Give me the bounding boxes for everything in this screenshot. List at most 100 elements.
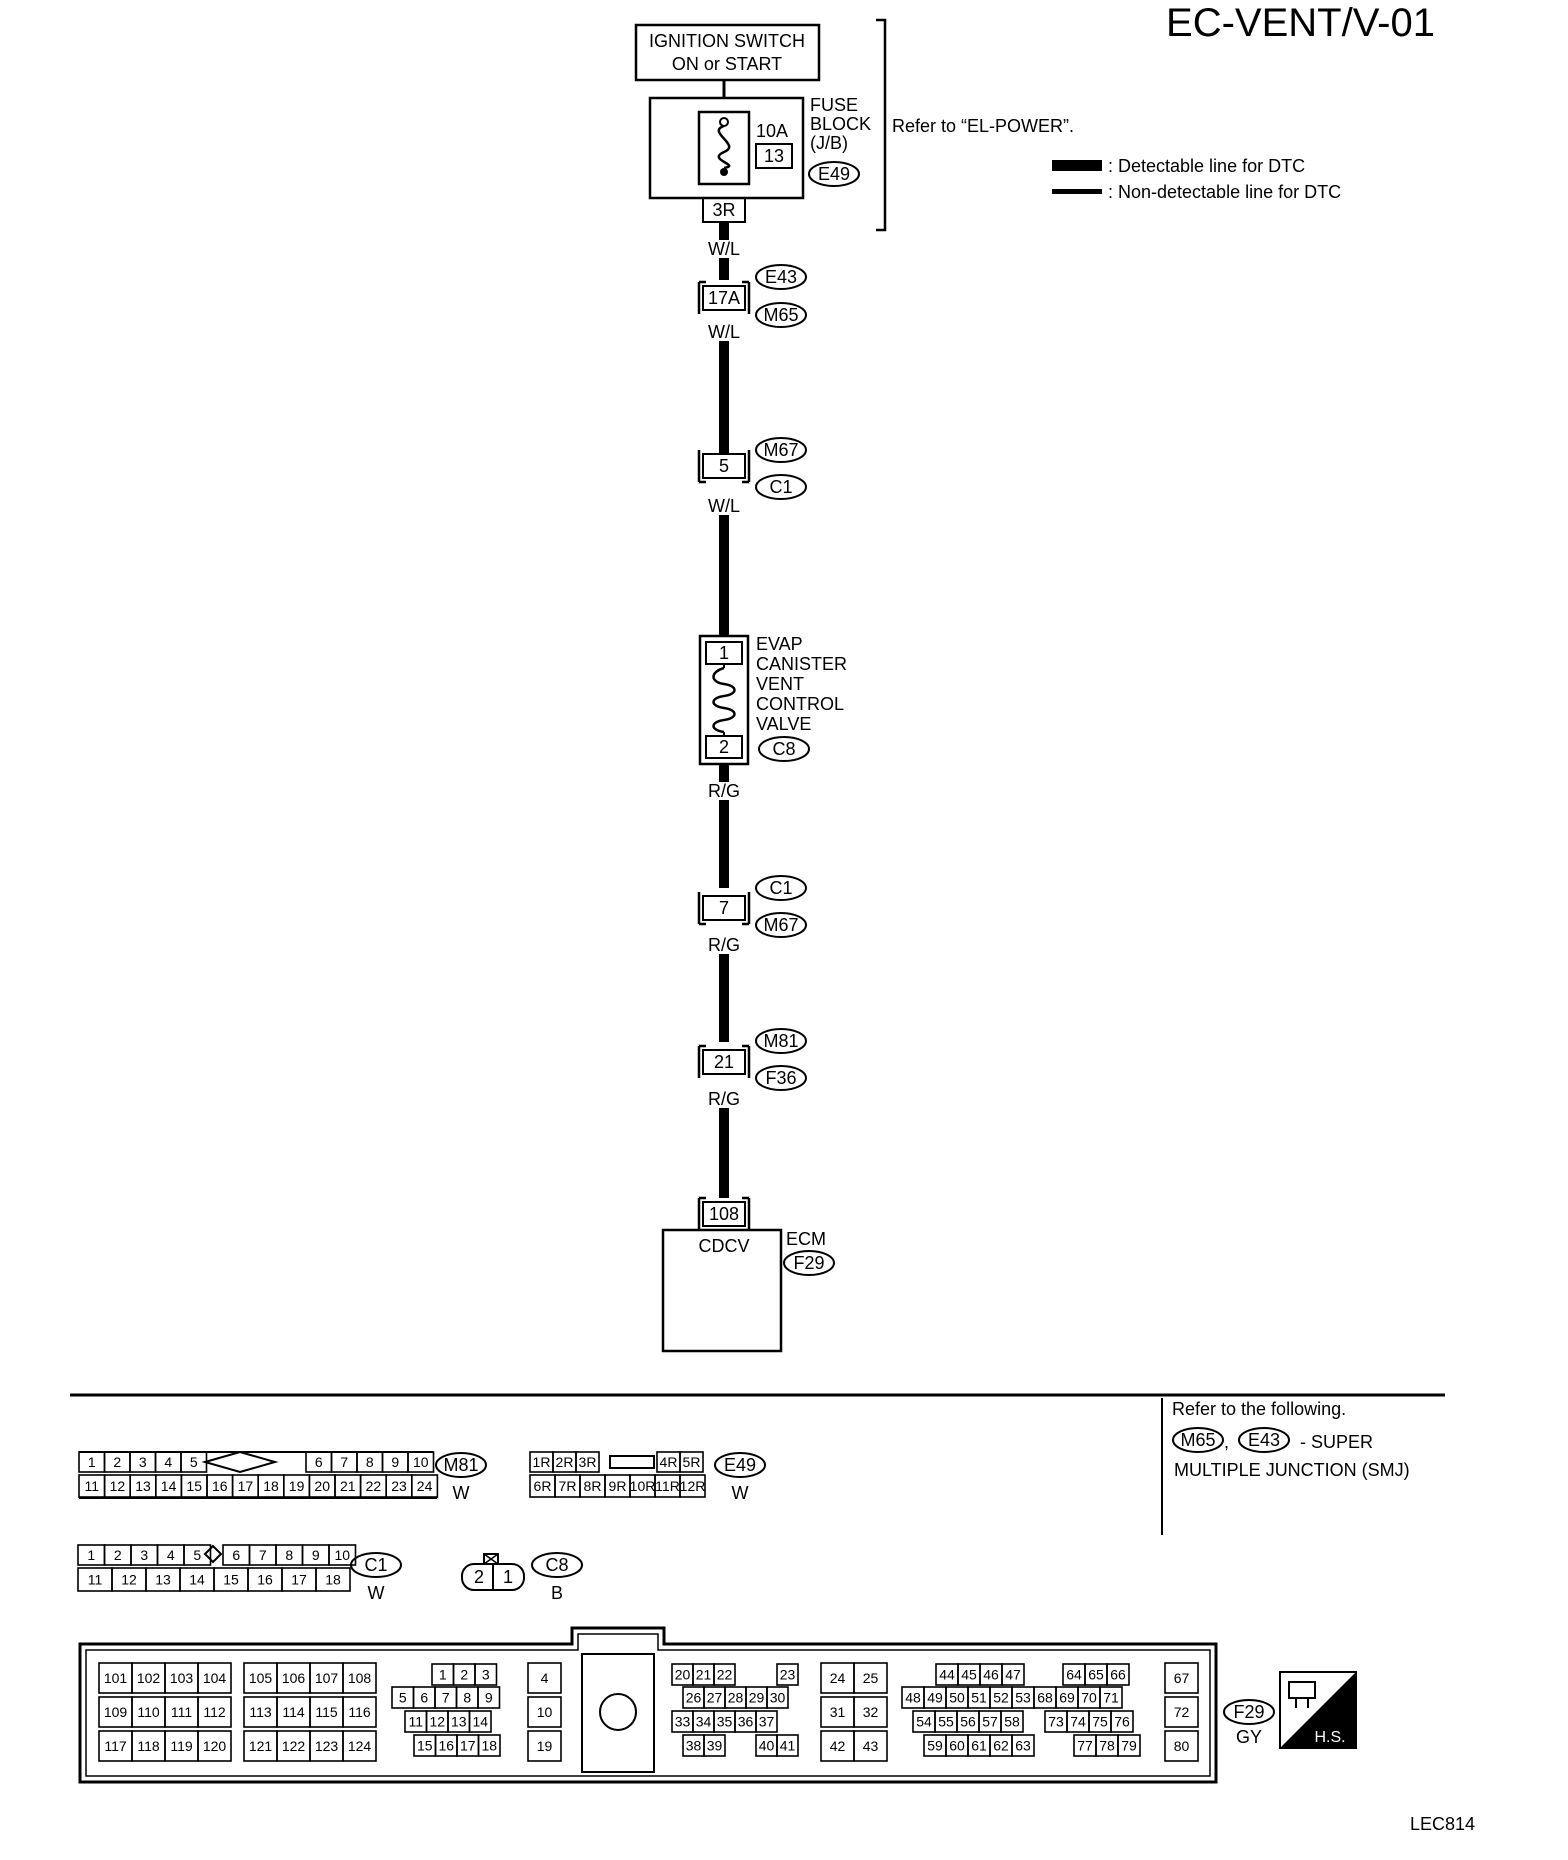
- valve-pin-top: 1: [719, 643, 729, 663]
- harness-connector-icon: [1288, 1681, 1316, 1699]
- connector-pin: 44: [939, 1667, 955, 1683]
- connector-pin: 6: [232, 1547, 240, 1563]
- pin-cell: [474, 1663, 498, 1686]
- connector-pin: 21: [696, 1667, 712, 1683]
- connector-pin: 56: [960, 1714, 976, 1730]
- pin-cell: [776, 1734, 799, 1757]
- connector-pin: 57: [982, 1714, 998, 1730]
- fuse-number-box: [755, 143, 793, 169]
- refer-smj-line1: Refer to the following.: [1172, 1399, 1346, 1419]
- pin-cell: [527, 1662, 562, 1694]
- connector-pin: 4: [164, 1454, 172, 1470]
- fuse-holder: [697, 110, 751, 186]
- connector-pin: 29: [749, 1690, 765, 1706]
- connector-pin: 13: [451, 1714, 467, 1730]
- valve-label-4: CONTROL: [756, 694, 844, 714]
- connector-pin: 66: [1110, 1667, 1126, 1683]
- connector-pin: 62: [993, 1738, 1009, 1754]
- connector-e49-id: E49: [818, 164, 850, 184]
- connector-pin: 7: [340, 1454, 348, 1470]
- connector-pin: 65: [1088, 1667, 1104, 1683]
- refer-smj-connector-1: M65: [1180, 1430, 1215, 1450]
- connector-pin: 12R: [680, 1478, 706, 1494]
- connector-pin: 2R: [556, 1454, 574, 1470]
- connector-pin: 7R: [559, 1478, 577, 1494]
- pin-cell: [1001, 1663, 1025, 1686]
- fuse-top-terminal: [719, 117, 729, 127]
- connector-pin: 108: [348, 1670, 372, 1686]
- connector-pin: 30: [770, 1690, 786, 1706]
- connector-pin: 115: [315, 1704, 338, 1720]
- connector-pin: 49: [927, 1690, 943, 1706]
- connector-pin: 17: [291, 1572, 307, 1588]
- connector-pin: 67: [1174, 1670, 1190, 1686]
- connector-color: W: [368, 1583, 385, 1603]
- ecm-connector-center-housing: [581, 1653, 655, 1773]
- connector-pin: 105: [249, 1670, 273, 1686]
- connector-pin: 120: [203, 1738, 227, 1754]
- connector-pin: 122: [282, 1738, 306, 1754]
- pin-cell: [342, 1662, 377, 1694]
- pin-cell: [703, 1734, 726, 1757]
- connector-pin: 73: [1048, 1714, 1064, 1730]
- connector-pin: 6: [315, 1454, 323, 1470]
- connector-pin: 74: [1070, 1714, 1086, 1730]
- connector-pin: 35: [717, 1714, 733, 1730]
- connector-pin: 13: [155, 1572, 171, 1588]
- pin-cell: [1110, 1710, 1134, 1733]
- refer-smj-line3: MULTIPLE JUNCTION (SMJ): [1174, 1460, 1410, 1480]
- ignition-switch-box: [634, 23, 821, 82]
- connector-pin: 10: [334, 1547, 350, 1563]
- ignition-switch-label: IGNITION SWITCH: [649, 31, 805, 51]
- valve-label-5: VALVE: [756, 714, 811, 734]
- connector-pin: 23: [780, 1667, 796, 1683]
- pin-cell: [1164, 1730, 1199, 1762]
- connector-pin: 60: [949, 1738, 965, 1754]
- pin-cell: [679, 1451, 704, 1473]
- connector-pin: 101: [104, 1670, 128, 1686]
- ecm-connector-id: F29: [793, 1253, 824, 1273]
- connector-pin: 10: [537, 1704, 553, 1720]
- connector-pin: 14: [161, 1478, 177, 1494]
- pin-cell: [766, 1686, 789, 1709]
- connector-pin: 4: [541, 1670, 549, 1686]
- pin-cell: [527, 1730, 562, 1762]
- connector-pin: 6R: [534, 1478, 552, 1494]
- connector-pin: 2: [460, 1667, 468, 1683]
- connector-pin: 7: [442, 1690, 450, 1706]
- connector-color: W: [732, 1483, 749, 1503]
- valve-label-2: CANISTER: [756, 654, 847, 674]
- connector-pin: 9: [312, 1547, 320, 1563]
- connector-pin: 52: [993, 1690, 1009, 1706]
- connector-pin: 1: [88, 1454, 96, 1470]
- valve-label-3: VENT: [756, 674, 804, 694]
- pin-cell: [679, 1474, 706, 1498]
- junction-pin: 17A: [708, 288, 740, 308]
- connector-pin: 16: [212, 1478, 228, 1494]
- harness-side-badge-fill: [1280, 1672, 1356, 1748]
- fuse-block-label-1: FUSE: [810, 95, 858, 115]
- pin-cell: [477, 1734, 501, 1757]
- pin-cell: [410, 1474, 439, 1498]
- connector-c8: 2 1 C8 B: [461, 1552, 583, 1603]
- ignition-switch-state: ON or START: [672, 54, 782, 74]
- pin-cell: [328, 1544, 357, 1566]
- connector-pin: 9: [485, 1690, 493, 1706]
- connector-pin: 5: [190, 1454, 198, 1470]
- ecm-connector-inner-outline: [85, 1633, 1211, 1777]
- connector-pin: 1R: [533, 1454, 551, 1470]
- connector-pin: 68: [1037, 1690, 1053, 1706]
- ecm-connector-bolt-icon: [599, 1693, 637, 1731]
- connector-pin: 1: [439, 1667, 447, 1683]
- pin-cell: [197, 1696, 232, 1728]
- fuse-bottom-terminal: [720, 168, 728, 176]
- connector-pin: 124: [348, 1738, 372, 1754]
- valve-pin-bottom: 2: [719, 737, 729, 757]
- ecm-connector-outline: [78, 1626, 1218, 1784]
- harness-side-label: H.S.: [1314, 1729, 1345, 1746]
- connector-pin: 39: [707, 1738, 723, 1754]
- figure-id: LEC814: [1410, 1814, 1475, 1834]
- pin-cell: [1164, 1696, 1199, 1728]
